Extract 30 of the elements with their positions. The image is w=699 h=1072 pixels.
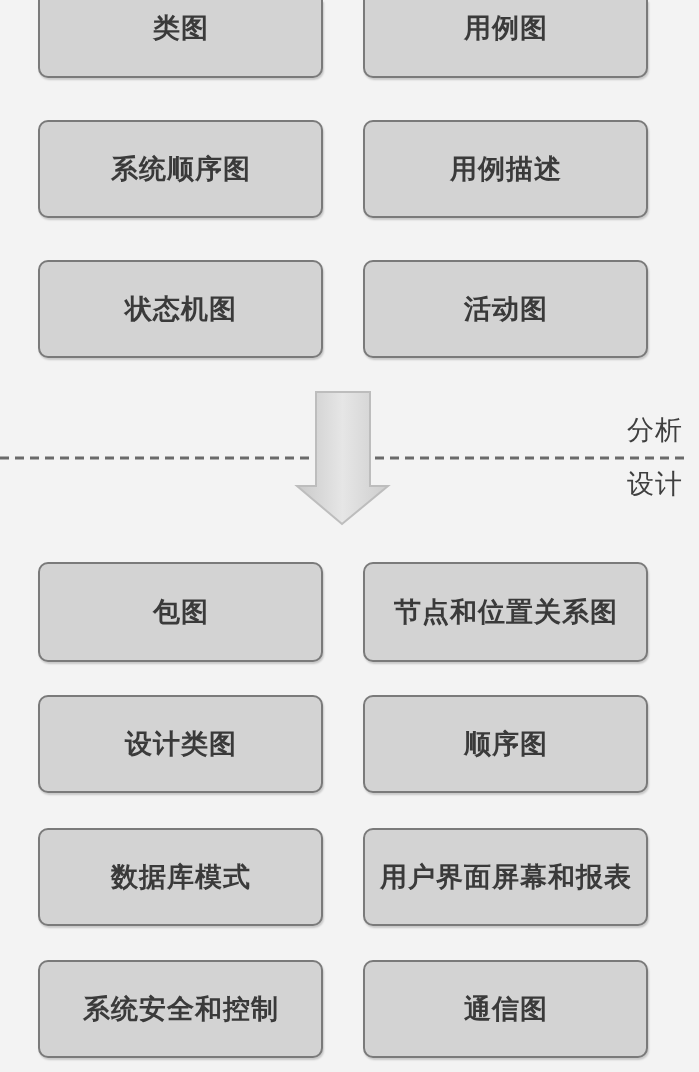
phase-label: 分析: [627, 413, 683, 447]
box-label: 包图: [152, 595, 209, 629]
diagram-box: [363, 260, 648, 358]
diagram-box: [38, 562, 323, 662]
box-label: 用户界面屏幕和报表: [379, 860, 632, 894]
box-label: 数据库模式: [110, 860, 251, 894]
diagram-box: [38, 260, 323, 358]
diagram-box: [38, 695, 323, 793]
phase-label: 设计: [627, 467, 683, 501]
box-label: 系统顺序图: [110, 152, 251, 186]
box-label: 活动图: [463, 292, 548, 326]
box-label: 用例描述: [449, 152, 562, 186]
diagram-box: [363, 828, 648, 926]
box-label: 用例图: [463, 11, 548, 45]
diagram-box: [363, 562, 648, 662]
box-label: 通信图: [463, 992, 548, 1026]
diagram-box: [363, 0, 648, 78]
box-label: 类图: [152, 11, 209, 45]
diagram-box: [38, 0, 323, 78]
box-label: 顺序图: [463, 727, 548, 761]
diagram-box: [363, 960, 648, 1058]
box-label: 状态机图: [124, 292, 237, 326]
box-label: 系统安全和控制: [82, 992, 279, 1026]
diagram-box: [363, 695, 648, 793]
diagram-box: [38, 120, 323, 218]
box-label: 节点和位置关系图: [393, 595, 618, 629]
box-label: 设计类图: [124, 727, 237, 761]
diagram-box: [363, 120, 648, 218]
diagram-box: [38, 960, 323, 1058]
diagram-box: [38, 828, 323, 926]
